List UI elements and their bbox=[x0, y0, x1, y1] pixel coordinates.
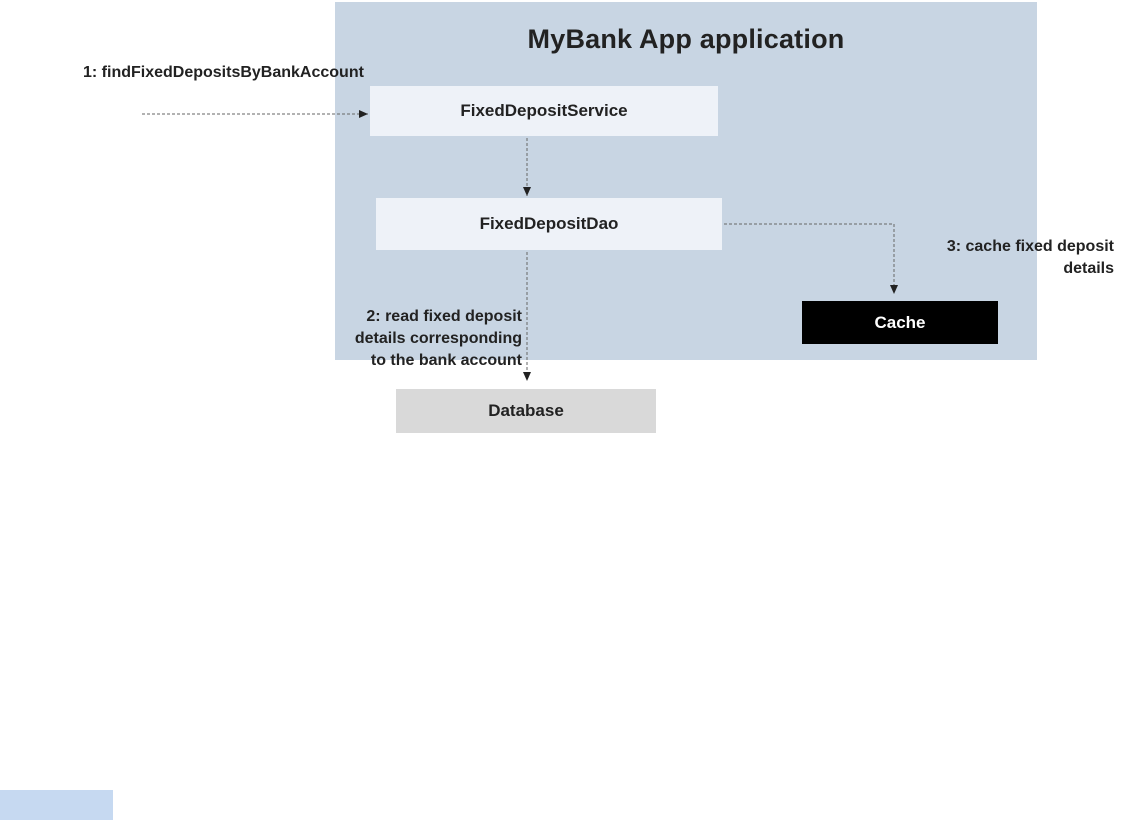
cache-box: Cache bbox=[802, 301, 998, 344]
fixed-deposit-service-label: FixedDepositService bbox=[460, 101, 628, 120]
database-box: Database bbox=[396, 389, 656, 433]
step-2-label: 2: read fixed deposit details correspond… bbox=[292, 306, 522, 372]
app-container bbox=[335, 2, 1037, 360]
corner-swatch bbox=[0, 790, 113, 820]
step-1-label: 1: findFixedDepositsByBankAccount bbox=[83, 64, 364, 81]
step-3-line-2: details bbox=[1063, 260, 1114, 277]
fixed-deposit-dao-box: FixedDepositDao bbox=[376, 198, 722, 250]
fixed-deposit-dao-label: FixedDepositDao bbox=[479, 214, 619, 233]
step-3-line-1: 3: cache fixed deposit bbox=[946, 238, 1114, 255]
database-label: Database bbox=[488, 401, 564, 420]
step-2-line-3: to the bank account bbox=[370, 352, 522, 369]
app-title: MyBank App application bbox=[527, 24, 845, 54]
step-3-label: 3: cache fixed deposit details bbox=[890, 236, 1114, 280]
fixed-deposit-service-box: FixedDepositService bbox=[370, 86, 718, 136]
step-2-line-2: details corresponding bbox=[354, 330, 522, 347]
cache-label: Cache bbox=[874, 312, 926, 332]
step-2-line-1: 2: read fixed deposit bbox=[366, 308, 522, 325]
